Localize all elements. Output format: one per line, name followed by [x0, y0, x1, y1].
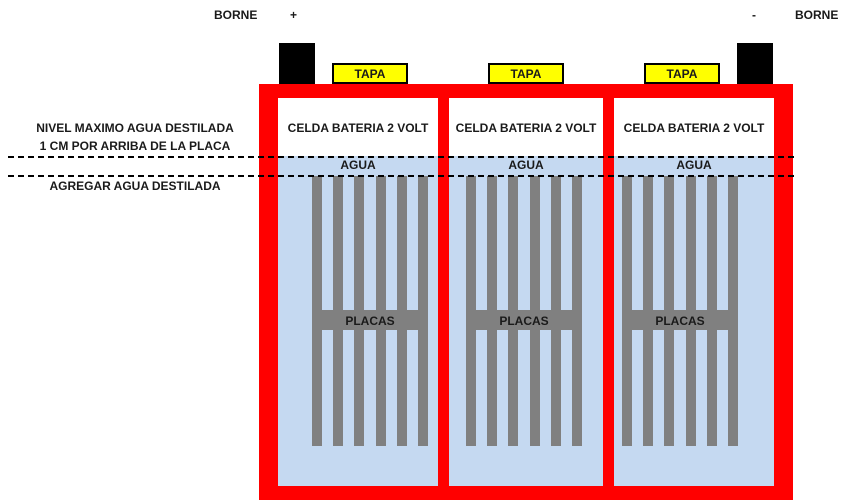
- negative-terminal-label: BORNE: [795, 8, 839, 22]
- plate-connector: [466, 310, 582, 330]
- negative-terminal: [737, 43, 773, 86]
- cell-1-water-label: AGUA: [340, 158, 376, 172]
- cell-3-title: CELDA BATERIA 2 VOLT: [623, 121, 765, 135]
- plate-connector: [622, 310, 738, 330]
- cell-1-title: CELDA BATERIA 2 VOLT: [287, 121, 429, 135]
- positive-terminal: [279, 43, 315, 86]
- cell-2-plates-label: PLACAS: [499, 314, 549, 328]
- cap-2: TAPA: [488, 63, 564, 84]
- cell-1-plates-label: PLACAS: [345, 314, 395, 328]
- max-level-note-line1: NIVEL MAXIMO AGUA DESTILADA: [36, 121, 234, 135]
- cap-1: TAPA: [332, 63, 408, 84]
- plate-connector: [312, 310, 428, 330]
- cell-3-plates-label: PLACAS: [655, 314, 705, 328]
- positive-sign: +: [290, 8, 298, 22]
- cell-3-water-label: AGUA: [676, 158, 712, 172]
- max-level-note-line2: 1 CM POR ARRIBA DE LA PLACA: [39, 139, 231, 153]
- cap-3: TAPA: [644, 63, 720, 84]
- cell-2-title: CELDA BATERIA 2 VOLT: [455, 121, 597, 135]
- positive-terminal-label: BORNE: [214, 8, 258, 22]
- plates-group-1: [312, 176, 428, 446]
- negative-sign: -: [752, 8, 756, 22]
- add-water-note: AGREGAR AGUA DESTILADA: [49, 179, 221, 193]
- cell-2-water-label: AGUA: [508, 158, 544, 172]
- max-level-line: [8, 156, 794, 158]
- min-level-line: [8, 175, 794, 177]
- plates-group-2: [466, 176, 582, 446]
- plates-group-3: [622, 176, 738, 446]
